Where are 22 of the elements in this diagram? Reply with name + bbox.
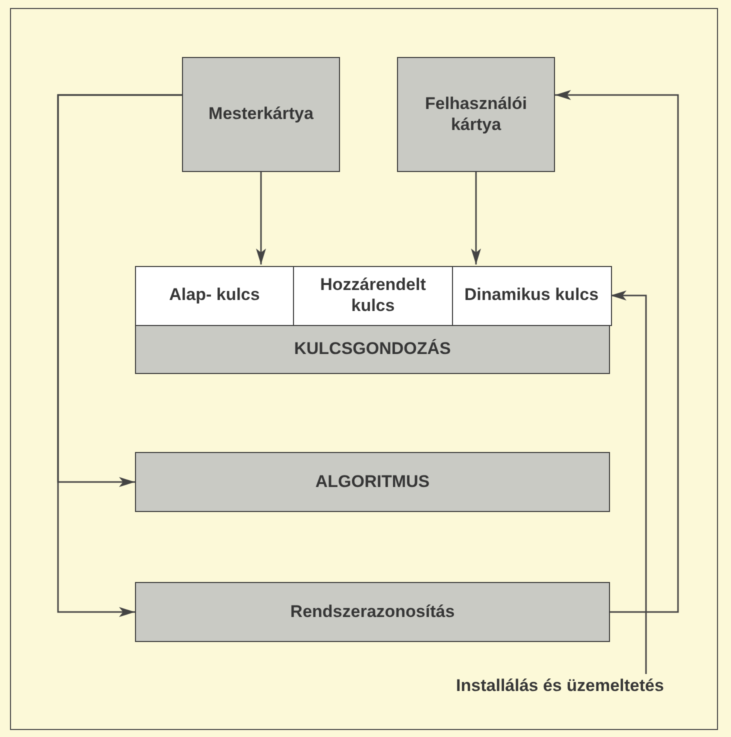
card-box <box>182 57 340 172</box>
node-label: Alap- kulcs <box>169 285 260 306</box>
node-label: Installálás és üzemeltetés <box>456 676 664 696</box>
node-label: Mesterkártya <box>208 104 314 125</box>
arrow <box>555 90 679 613</box>
arrow <box>610 290 647 674</box>
arrow <box>256 172 266 264</box>
arrow <box>57 94 182 617</box>
process-box <box>135 582 610 642</box>
key-cell <box>293 266 453 326</box>
node-label: Dinamikus kulcs <box>464 285 599 306</box>
key-cell <box>452 266 612 326</box>
node-label: ALGORITMUS <box>315 472 430 492</box>
process-box <box>135 452 610 512</box>
node-label: Hozzárendelt kulcs <box>319 275 427 316</box>
card-box <box>397 57 555 172</box>
key-management-box <box>135 266 610 374</box>
arrow <box>471 172 481 264</box>
node-label: Felhasználói kártya <box>424 94 528 135</box>
node-label: Rendszerazonosítás <box>290 602 455 622</box>
node-label: KULCSGONDOZÁS <box>294 338 451 359</box>
key-cell <box>134 266 294 326</box>
